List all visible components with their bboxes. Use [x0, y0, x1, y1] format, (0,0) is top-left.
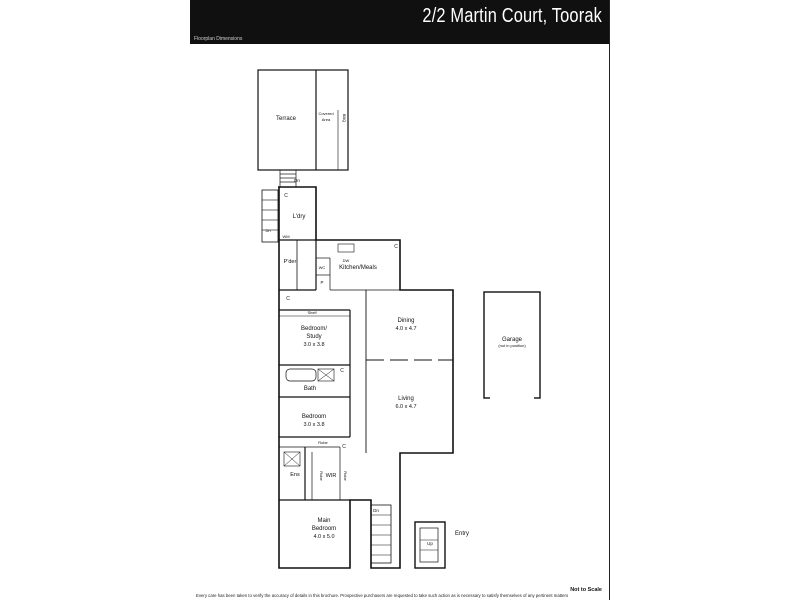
bedroom-study-dimensions: 3.0 x 3.8 [303, 342, 324, 348]
dining-dimensions: 4.0 x 4.7 [395, 326, 416, 332]
shelf-label: Shelf [307, 310, 317, 315]
side-stair-treads [262, 199, 278, 231]
powder-label: P'der [284, 259, 297, 265]
pantry-label: P [320, 280, 323, 285]
wm-label: WM [282, 234, 289, 239]
living-dimensions: 6.0 x 4.7 [395, 404, 416, 410]
entry-outline [414, 521, 446, 569]
robe-label: Robe [318, 440, 328, 445]
robe-side-label-2: Robe [343, 471, 348, 481]
wir-label: WIR [326, 473, 337, 479]
dn-side-label: Dn [265, 228, 270, 233]
laundry-label: L'dry [293, 214, 306, 220]
kitchen-label: Kitchen/Meals [339, 265, 377, 271]
cupboard-kitchen-label: C [394, 244, 398, 250]
bathtub [285, 368, 317, 382]
not-to-scale-note: Not to Scale [570, 587, 602, 593]
property-address: 2/2 Martin Court, Toorak [422, 5, 602, 27]
kitchen-sink [337, 243, 355, 253]
bbq-label: BBQ [342, 114, 347, 122]
dining-label: Dining [397, 318, 414, 324]
bath-label: Bath [304, 386, 316, 392]
wc-label: WC [319, 265, 326, 270]
header-bar: 2/2 Martin Court, Toorak Floorplan Dimen… [190, 0, 610, 44]
disclaimer-text: Every care has been taken to verify the … [196, 593, 569, 598]
side-stair [261, 189, 279, 243]
terrace-outline [257, 69, 349, 171]
main-bedroom-label-2: Bedroom [312, 526, 336, 532]
cupboard-bath-label: C [340, 368, 344, 374]
main-bedroom-label-1: Main [317, 518, 330, 524]
garage-note: (not in position) [498, 343, 526, 348]
cupboard-laundry-label: C [284, 193, 288, 199]
bedroom-dimensions: 3.0 x 3.8 [303, 422, 324, 428]
bedroom-label: Bedroom [302, 414, 326, 420]
ensuite-label: Ens [290, 472, 300, 478]
cupboard-hall-label: C [286, 296, 290, 302]
bedroom-study-label-1: Bedroom/ [301, 326, 327, 332]
terrace-label: Terrace [276, 116, 297, 122]
terrace-steps [279, 170, 297, 187]
cupboard-robe-label: C [342, 444, 346, 450]
entry-stair [419, 527, 439, 563]
floorplan-subtitle: Floorplan Dimensions [194, 36, 243, 42]
ensuite-shower [283, 451, 301, 467]
page-border-line [609, 0, 610, 600]
bedroom-study-label-2: Study [306, 334, 321, 340]
main-bedroom-dimensions: 4.0 x 5.0 [313, 534, 334, 540]
covered-area-label-2: Area [322, 117, 331, 122]
dw-label: DW [343, 258, 350, 263]
shower [317, 368, 335, 382]
robe-side-label-1: Robe [319, 471, 324, 481]
internal-stair [370, 504, 392, 564]
internal-stair-treads [371, 514, 391, 556]
living-label: Living [398, 396, 414, 402]
dn-top-label: Dn [294, 178, 300, 183]
dn-bottom-label: Dn [373, 508, 379, 513]
up-label: Up [427, 541, 433, 546]
house-outer-walls [278, 186, 454, 569]
covered-area-label-1: Covered [318, 111, 333, 116]
garage-label: Garage [502, 337, 523, 343]
entry-label: Entry [455, 531, 469, 537]
